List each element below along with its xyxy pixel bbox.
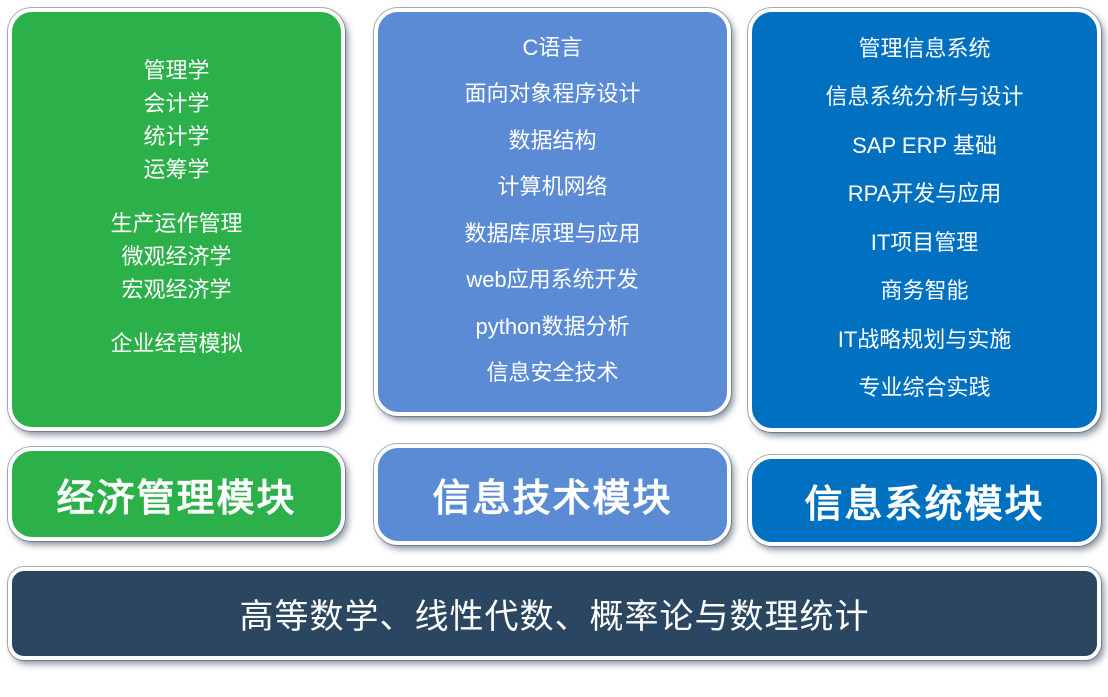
course-item: 宏观经济学 — [121, 277, 232, 302]
module-label-information-systems: 信息系统模块 — [748, 455, 1101, 546]
course-group: 生产运作管理 微观经济学 宏观经济学 — [110, 207, 242, 306]
module-label-economics: 经济管理模块 — [8, 447, 345, 541]
course-item: 专业综合实践 — [858, 375, 991, 401]
course-box-information-systems: 管理信息系统 信息系统分析与设计 SAP ERP 基础 RPA开发与应用 IT项… — [748, 8, 1101, 432]
foundation-label: 高等数学、线性代数、概率论与数理统计 — [239, 598, 870, 636]
course-item: 信息安全技术 — [486, 360, 619, 386]
module-label-information-technology: 信息技术模块 — [374, 444, 731, 545]
course-group: 企业经营模拟 — [110, 327, 242, 360]
course-item: 面向对象程序设计 — [464, 81, 641, 107]
course-item: python数据分析 — [475, 313, 630, 339]
course-item: 数据结构 — [508, 127, 597, 153]
course-box-economics: 管理学 会计学 统计学 运筹学 生产运作管理 微观经济学 宏观经济学 企业经营模… — [8, 8, 345, 431]
course-list-information-technology: C语言 面向对象程序设计 数据结构 计算机网络 数据库原理与应用 web应用系统… — [378, 12, 727, 412]
course-item: 计算机网络 — [497, 174, 608, 200]
course-box-information-technology: C语言 面向对象程序设计 数据结构 计算机网络 数据库原理与应用 web应用系统… — [374, 8, 731, 416]
module-label-text: 信息系统模块 — [804, 484, 1045, 526]
course-item: 管理学 — [143, 58, 210, 83]
course-item: IT项目管理 — [870, 229, 979, 255]
course-item: 企业经营模拟 — [110, 331, 243, 356]
course-item: IT战略规划与实施 — [837, 326, 1012, 352]
course-item: web应用系统开发 — [466, 267, 639, 293]
course-item: 管理信息系统 — [858, 35, 991, 61]
course-item: 统计学 — [143, 124, 210, 149]
course-item: C语言 — [522, 34, 583, 60]
course-item: RPA开发与应用 — [847, 181, 1002, 207]
foundation-bar: 高等数学、线性代数、概率论与数理统计 — [8, 567, 1101, 660]
course-group: 管理学 会计学 统计学 运筹学 — [143, 54, 209, 186]
course-item: 生产运作管理 — [110, 211, 243, 236]
course-item: 运筹学 — [143, 157, 210, 182]
course-list-information-systems: 管理信息系统 信息系统分析与设计 SAP ERP 基础 RPA开发与应用 IT项… — [752, 12, 1097, 428]
course-item: 商务智能 — [880, 278, 969, 304]
module-label-text: 经济管理模块 — [56, 477, 297, 520]
course-item: 会计学 — [143, 91, 210, 116]
course-item: 数据库原理与应用 — [464, 220, 641, 246]
module-label-text: 信息技术模块 — [432, 478, 673, 520]
course-list-economics: 管理学 会计学 统计学 运筹学 生产运作管理 微观经济学 宏观经济学 企业经营模… — [12, 12, 341, 427]
course-item: 信息系统分析与设计 — [825, 84, 1024, 110]
course-item: SAP ERP 基础 — [852, 132, 997, 158]
course-item: 微观经济学 — [121, 244, 232, 269]
